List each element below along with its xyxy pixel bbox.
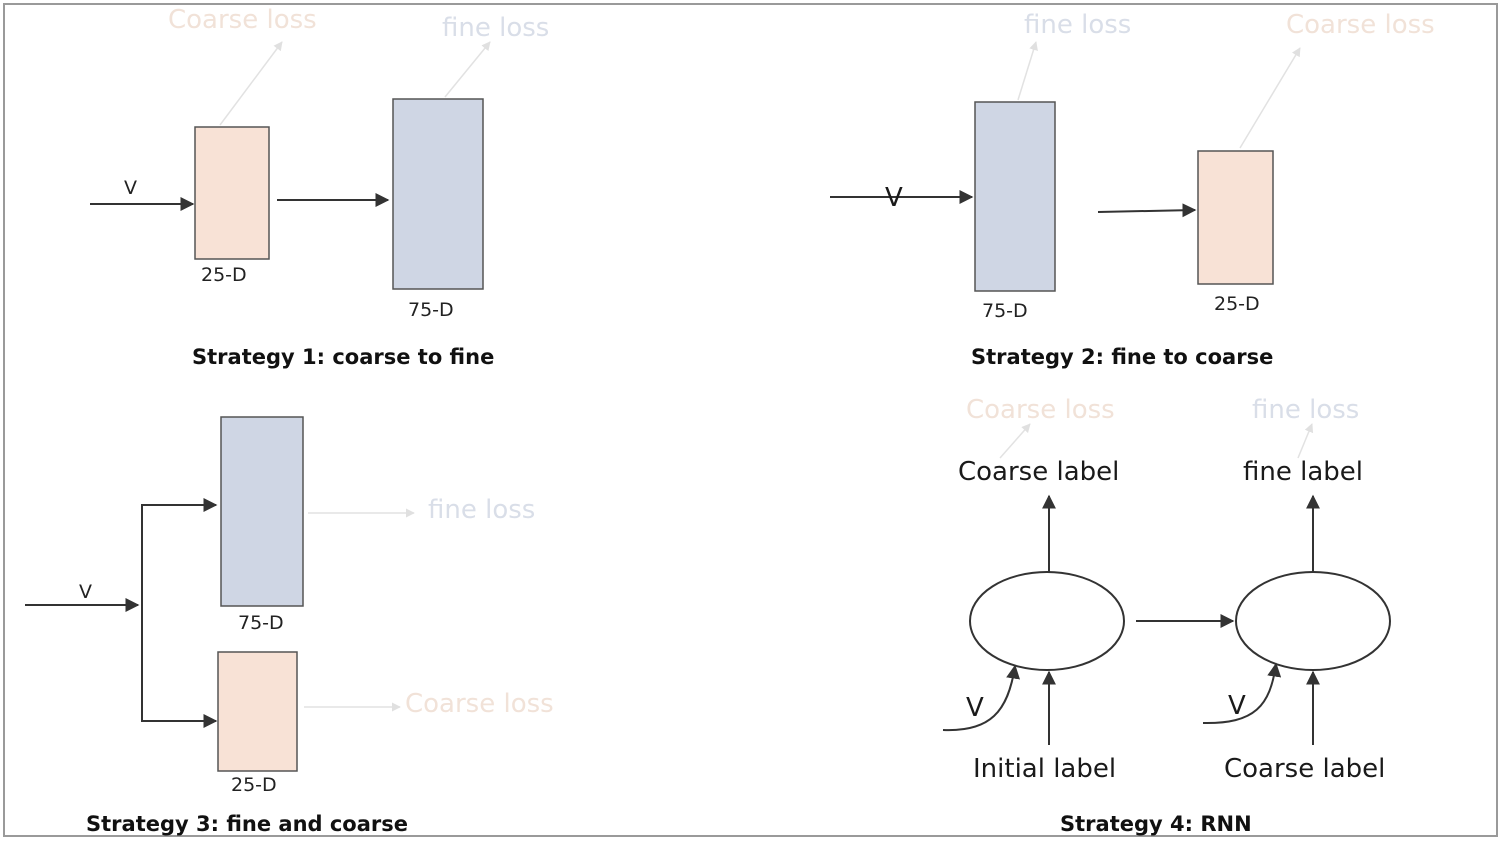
strategy-3: V 75-D fine loss 25-D Coarse loss Strate… xyxy=(25,416,554,836)
s2-fine-loss-arrow xyxy=(1017,41,1038,101)
s4-rnn-node-2 xyxy=(1235,571,1391,671)
s1-v-label: V xyxy=(124,177,137,199)
s3-coarse-block xyxy=(217,651,298,772)
s1-coarse-dim: 25-D xyxy=(201,264,247,286)
s2-coarse-dim: 25-D xyxy=(1214,293,1260,315)
s3-upper-branch xyxy=(141,498,218,605)
s3-coarse-loss-label: Coarse loss xyxy=(405,689,554,719)
s2-mid-arrow xyxy=(1097,203,1197,218)
s4-coarse-label-bottom: Coarse label xyxy=(1224,754,1385,784)
s1-coarse-loss-label: Coarse loss xyxy=(168,5,317,35)
s2-coarse-loss-arrow xyxy=(1239,47,1301,149)
strategy-4: Coarse loss fine loss Coarse label fine … xyxy=(942,395,1391,836)
s3-coarse-dim: 25-D xyxy=(231,774,277,796)
s1-fine-block xyxy=(392,98,484,290)
s4-coarse-label-top: Coarse label xyxy=(958,457,1119,487)
s3-fine-block xyxy=(220,416,304,607)
s4-rnn-node-1 xyxy=(969,571,1125,671)
s2-coarse-loss-label: Coarse loss xyxy=(1286,10,1435,40)
s4-coarse-loss-arrow xyxy=(999,423,1031,459)
s4-initial-label: Initial label xyxy=(973,754,1116,784)
diagram-frame xyxy=(3,3,1498,837)
strategy-2: fine loss Coarse loss V 75-D 25-D Strate… xyxy=(830,10,1435,369)
s4-node1-v-arrow xyxy=(942,664,1021,732)
s3-fine-dim: 75-D xyxy=(238,612,284,634)
s2-fine-dim: 75-D xyxy=(982,300,1028,322)
strategy-1: Coarse loss fine loss V 25-D 75-D Strate… xyxy=(90,5,549,369)
s4-coarse-loss-label: Coarse loss xyxy=(966,395,1115,425)
s4-node2-v-arrow xyxy=(1202,662,1282,725)
s4-node1-v-label: V xyxy=(966,693,984,723)
s2-coarse-block xyxy=(1197,150,1274,285)
s1-caption: Strategy 1: coarse to fine xyxy=(192,345,494,369)
s3-fine-loss-label: fine loss xyxy=(428,495,535,525)
s4-fine-label-top: fine label xyxy=(1243,457,1363,487)
s1-coarse-loss-arrow xyxy=(219,41,283,126)
s1-fine-dim: 75-D xyxy=(408,299,454,321)
s1-fine-loss-arrow xyxy=(444,41,491,98)
s4-fine-loss-arrow xyxy=(1297,423,1314,459)
s4-caption: Strategy 4: RNN xyxy=(1060,812,1252,836)
s1-fine-loss-label: fine loss xyxy=(442,13,549,43)
s2-fine-block xyxy=(974,101,1056,292)
s2-fine-loss-label: fine loss xyxy=(1024,10,1131,40)
s2-v-label: V xyxy=(885,183,903,213)
s2-caption: Strategy 2: fine to coarse xyxy=(971,345,1273,369)
s4-node2-v-label: V xyxy=(1228,691,1246,721)
s3-lower-branch xyxy=(141,605,218,728)
s4-fine-loss-label: fine loss xyxy=(1252,395,1359,425)
s1-coarse-block xyxy=(194,126,270,260)
s3-v-label: V xyxy=(79,581,92,603)
s3-caption: Strategy 3: fine and coarse xyxy=(86,812,408,836)
